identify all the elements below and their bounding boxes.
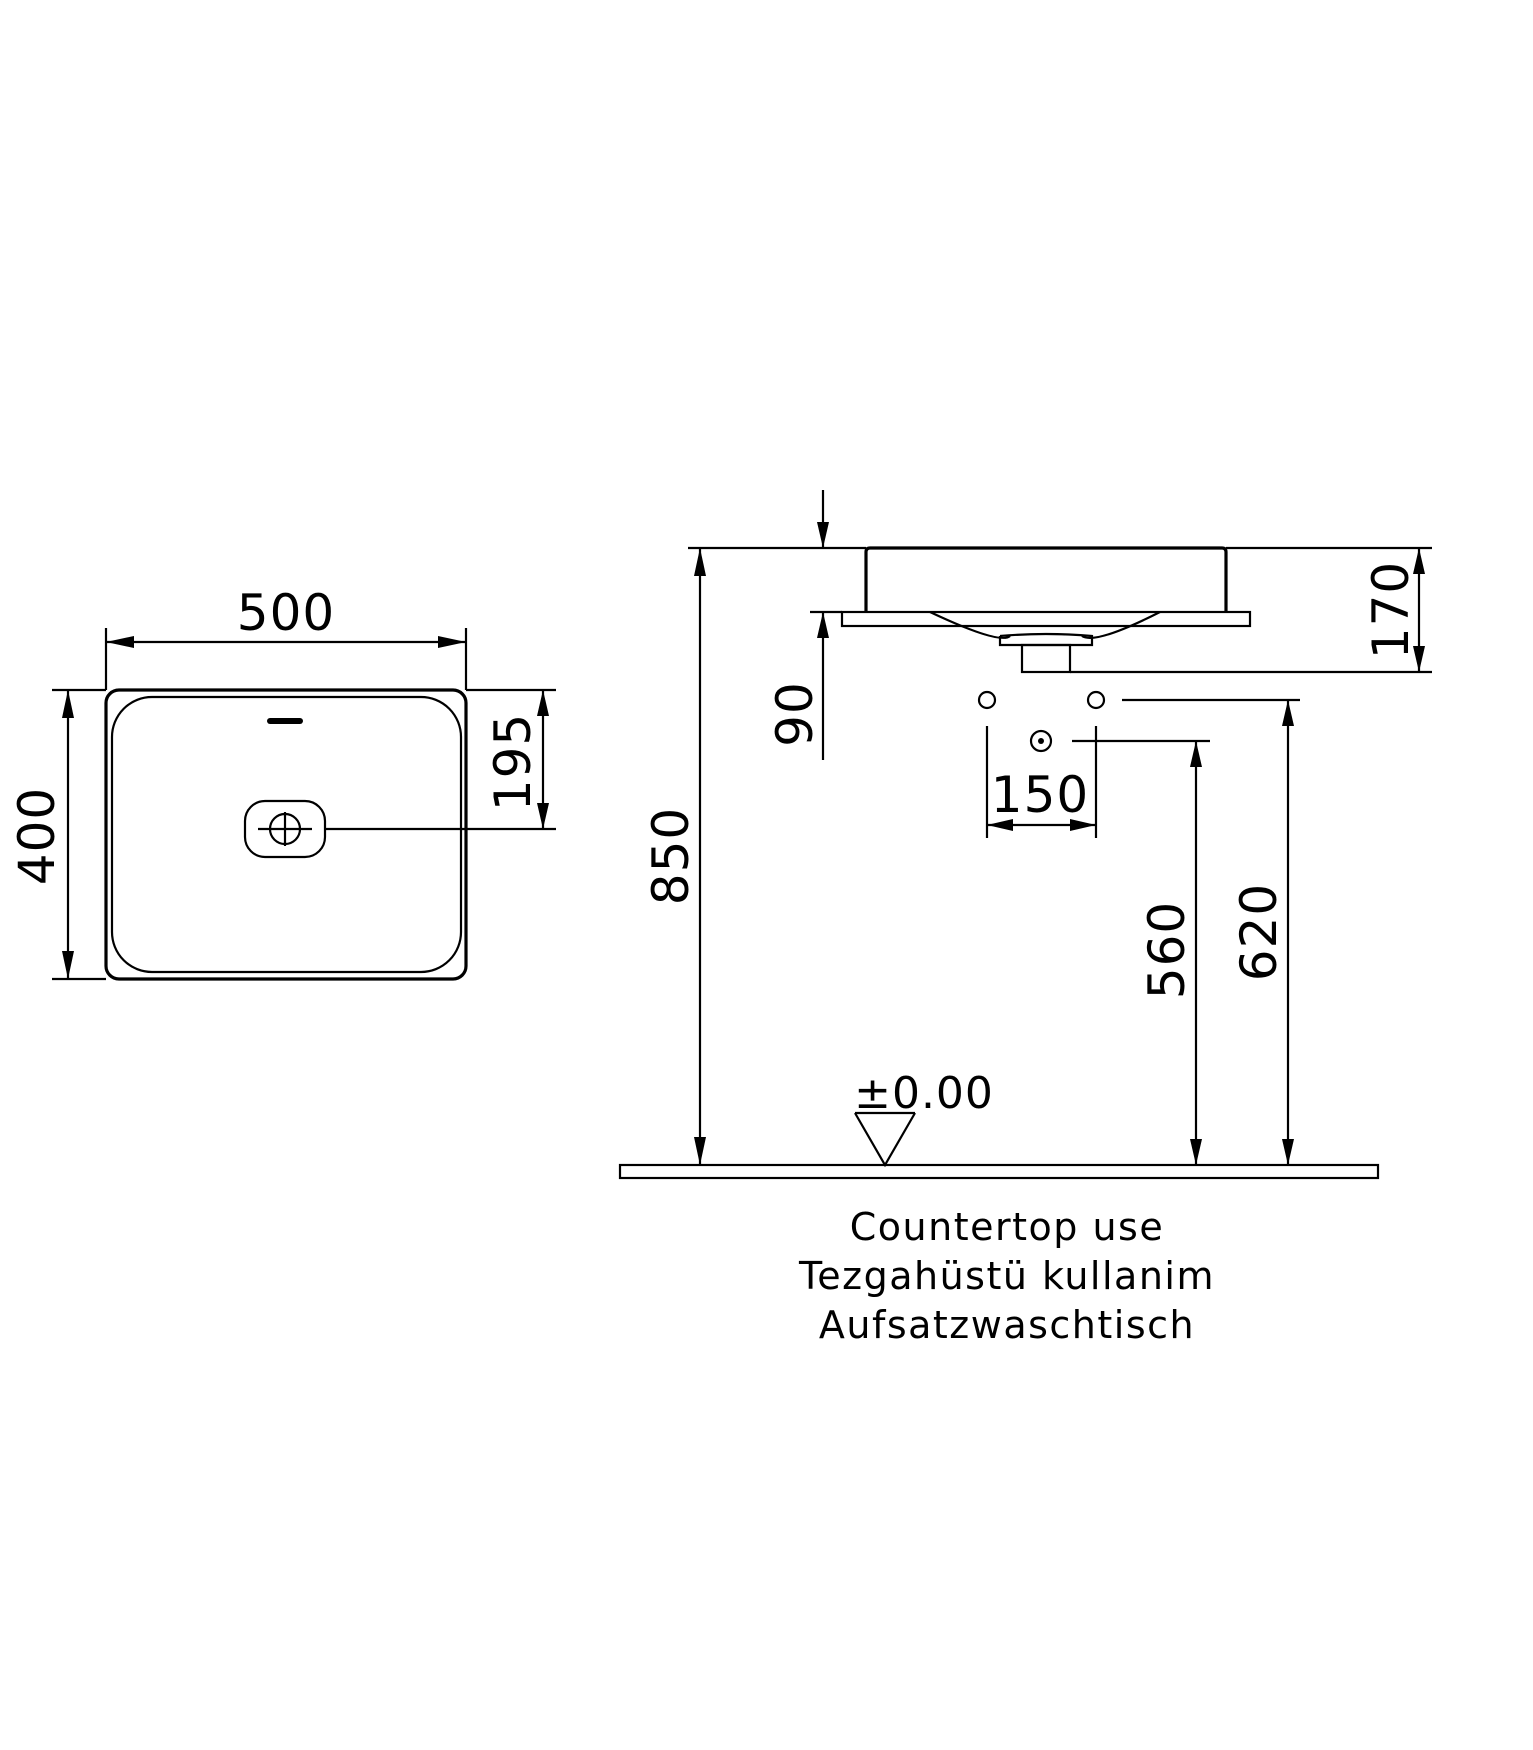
dim-drain-offset: 195 — [484, 713, 542, 811]
basin-outer-outline — [104, 688, 468, 981]
level-marker — [854, 1111, 916, 1168]
dim-counter-thickness: 90 — [766, 681, 824, 747]
dim-floor-level: ±0.00 — [854, 1068, 994, 1119]
caption-line-2: Tezgahüstü kullanim — [798, 1254, 1215, 1298]
caption-line-1: Countertop use — [850, 1205, 1164, 1249]
dim-top-width: 500 — [237, 584, 335, 642]
dim-upper-outlet-height: 620 — [1230, 883, 1288, 981]
water-inlet-right — [1086, 690, 1106, 838]
overflow-slot — [267, 718, 303, 724]
floor-slab — [618, 1163, 1380, 1180]
basin-inner-outline — [110, 695, 463, 974]
countertop-slab — [840, 610, 1252, 628]
dim-lower-outlet-height: 560 — [1138, 901, 1196, 999]
dim-basin-height: 170 — [1362, 561, 1420, 659]
caption-line-3: Aufsatzwaschtisch — [819, 1303, 1195, 1347]
water-inlet-left — [977, 690, 997, 838]
drain-spigot — [1020, 643, 1072, 674]
dim-top-depth: 400 — [8, 787, 66, 885]
side-view: 170 90 850 150 — [618, 490, 1432, 1347]
dim-tap-spacing: 150 — [991, 766, 1089, 824]
waste-outlet — [1029, 729, 1053, 753]
dim-overall-height: 850 — [642, 807, 700, 905]
top-view: 500 400 195 — [8, 584, 556, 981]
basin-side-profile — [864, 546, 1228, 612]
